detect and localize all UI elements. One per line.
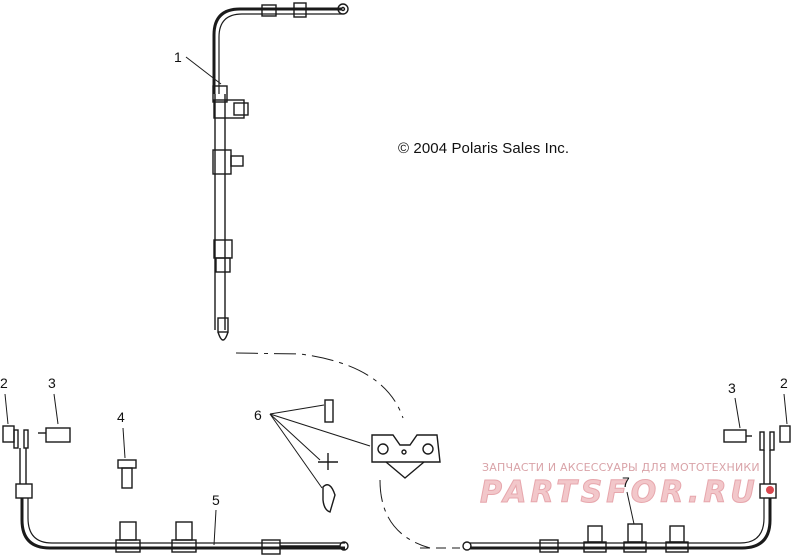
- right-pin-part: [723, 429, 747, 443]
- right-cable-assembly: [462, 431, 777, 553]
- mounting-bracket: [371, 434, 441, 479]
- left-pin-part: [2, 425, 15, 443]
- right-pin-part-2: [779, 425, 791, 443]
- callout-7: 7: [622, 474, 630, 490]
- callout-3-right: 3: [728, 380, 736, 396]
- callout-3-left: 3: [48, 375, 56, 391]
- callout-2-left: 2: [0, 375, 8, 391]
- watermark-caption: ЗАПЧАСТИ И АКСЕССУАРЫ ДЛЯ МОТОТЕХНИКИ: [482, 461, 760, 474]
- callout-2-right: 2: [780, 375, 788, 391]
- callout-4: 4: [117, 409, 125, 425]
- left-cable-assembly: [13, 429, 349, 555]
- callout-5: 5: [212, 492, 220, 508]
- left-pin-part-2: [45, 427, 71, 443]
- callout-1: 1: [174, 49, 182, 65]
- copyright-text: © 2004 Polaris Sales Inc.: [398, 140, 570, 157]
- bolt-part: [324, 399, 334, 423]
- svg-text:PARTSFOR.RU: PARTSFOR.RU: [480, 475, 759, 510]
- watermark-logo: PARTSFOR.RU: [480, 475, 774, 511]
- upper-cable-assembly: [212, 2, 349, 341]
- clip-part: [322, 484, 336, 513]
- callout-6: 6: [254, 407, 262, 423]
- bolt-part-4: [117, 459, 137, 469]
